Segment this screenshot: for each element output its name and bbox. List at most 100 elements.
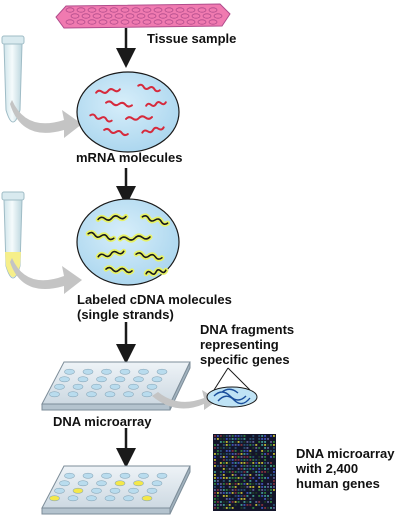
array-pixel bbox=[270, 498, 272, 500]
array-pixel bbox=[252, 492, 255, 494]
array-pixel bbox=[234, 501, 237, 503]
tissue-cell bbox=[153, 19, 163, 25]
tissue-cell bbox=[175, 19, 185, 25]
array-pixel bbox=[225, 483, 228, 485]
array-pixel bbox=[222, 489, 225, 491]
array-pixel bbox=[216, 444, 219, 446]
tissue-cell bbox=[191, 13, 201, 19]
array-spot bbox=[64, 472, 75, 479]
array-pixel bbox=[231, 438, 234, 440]
tissue-cell bbox=[197, 19, 207, 25]
array-pixel bbox=[219, 492, 222, 494]
tissue-cell bbox=[208, 7, 218, 13]
label-labeled-cdna-line1: Labeled cDNA molecules bbox=[77, 292, 232, 307]
array-pixel bbox=[243, 486, 246, 488]
array-pixel bbox=[243, 450, 246, 452]
array-pixel bbox=[267, 495, 269, 497]
tissue-cell bbox=[65, 19, 75, 25]
array-pixel bbox=[234, 456, 237, 458]
label-dna-fragments-line3: specific genes bbox=[200, 352, 290, 367]
tissue-cell bbox=[81, 13, 91, 19]
array-pixel bbox=[237, 489, 240, 491]
array-pixel bbox=[273, 435, 275, 437]
array-pixel bbox=[264, 498, 267, 500]
array-pixel bbox=[255, 471, 258, 473]
array-pixel bbox=[273, 447, 275, 449]
array-pixel bbox=[243, 495, 246, 497]
array-pixel bbox=[222, 474, 225, 476]
array-pixel bbox=[228, 453, 231, 455]
array-pixel bbox=[219, 462, 222, 464]
array-pixel bbox=[214, 504, 216, 506]
array-pixel bbox=[258, 462, 261, 464]
array-pixel bbox=[243, 435, 246, 437]
array-pixel bbox=[267, 450, 269, 452]
array-pixel bbox=[240, 486, 243, 488]
array-pixel bbox=[264, 489, 267, 491]
array-pixel bbox=[222, 459, 225, 461]
array-spot bbox=[138, 472, 149, 479]
tissue-cell bbox=[76, 7, 86, 13]
array-pixel bbox=[219, 453, 222, 455]
array-pixel bbox=[234, 483, 237, 485]
array-pixel bbox=[258, 465, 261, 467]
array-pixel bbox=[214, 507, 216, 509]
array-spot bbox=[151, 376, 163, 383]
array-pixel bbox=[270, 489, 272, 491]
array-pixel bbox=[246, 471, 249, 473]
array-pixel bbox=[264, 501, 267, 503]
array-pixel bbox=[234, 453, 237, 455]
array-pixel bbox=[273, 450, 275, 452]
array-pixel bbox=[273, 444, 275, 446]
array-pixel bbox=[228, 450, 231, 452]
array-pixel bbox=[264, 447, 267, 449]
array-pixel bbox=[249, 444, 252, 446]
array-spot bbox=[96, 480, 107, 487]
array-pixel bbox=[264, 507, 267, 509]
array-pixel bbox=[219, 504, 222, 506]
array-pixel bbox=[222, 435, 225, 437]
array-pixel bbox=[222, 465, 225, 467]
array-pixel bbox=[234, 474, 237, 476]
array-spot bbox=[77, 376, 89, 383]
array-spot bbox=[119, 368, 131, 375]
array-pixel bbox=[264, 456, 267, 458]
array-pixel bbox=[264, 459, 267, 461]
array-pixel bbox=[255, 462, 258, 464]
array-pixel bbox=[261, 444, 264, 446]
array-pixel bbox=[219, 501, 222, 503]
array-pixel bbox=[214, 459, 216, 461]
array-pixel bbox=[228, 477, 231, 479]
array-pixel bbox=[240, 456, 243, 458]
array-pixel bbox=[214, 483, 216, 485]
array-pixel bbox=[270, 435, 272, 437]
array-pixel bbox=[219, 450, 222, 452]
array-pixel bbox=[249, 459, 252, 461]
array-pixel bbox=[273, 453, 275, 455]
array-pixel bbox=[264, 486, 267, 488]
array-pixel bbox=[234, 462, 237, 464]
array-pixel bbox=[246, 462, 249, 464]
array-pixel bbox=[219, 486, 222, 488]
tissue-cell bbox=[103, 13, 113, 19]
array-pixel bbox=[249, 450, 252, 452]
tissue-cell bbox=[131, 7, 141, 13]
array-spot bbox=[138, 368, 149, 375]
array-pixel bbox=[216, 465, 219, 467]
hybridized-spot bbox=[49, 495, 60, 502]
array-pixel bbox=[228, 456, 231, 458]
array-pixel bbox=[240, 465, 243, 467]
array-pixel bbox=[249, 438, 252, 440]
array-pixel bbox=[240, 507, 243, 509]
array-pixel bbox=[261, 465, 264, 467]
array-pixel bbox=[243, 474, 246, 476]
array-pixel bbox=[231, 468, 234, 470]
array-pixel bbox=[255, 465, 258, 467]
array-pixel bbox=[234, 447, 237, 449]
array-pixel bbox=[214, 492, 216, 494]
array-pixel bbox=[231, 435, 234, 437]
array-pixel bbox=[228, 492, 231, 494]
array-pixel bbox=[219, 447, 222, 449]
array-pixel bbox=[255, 444, 258, 446]
